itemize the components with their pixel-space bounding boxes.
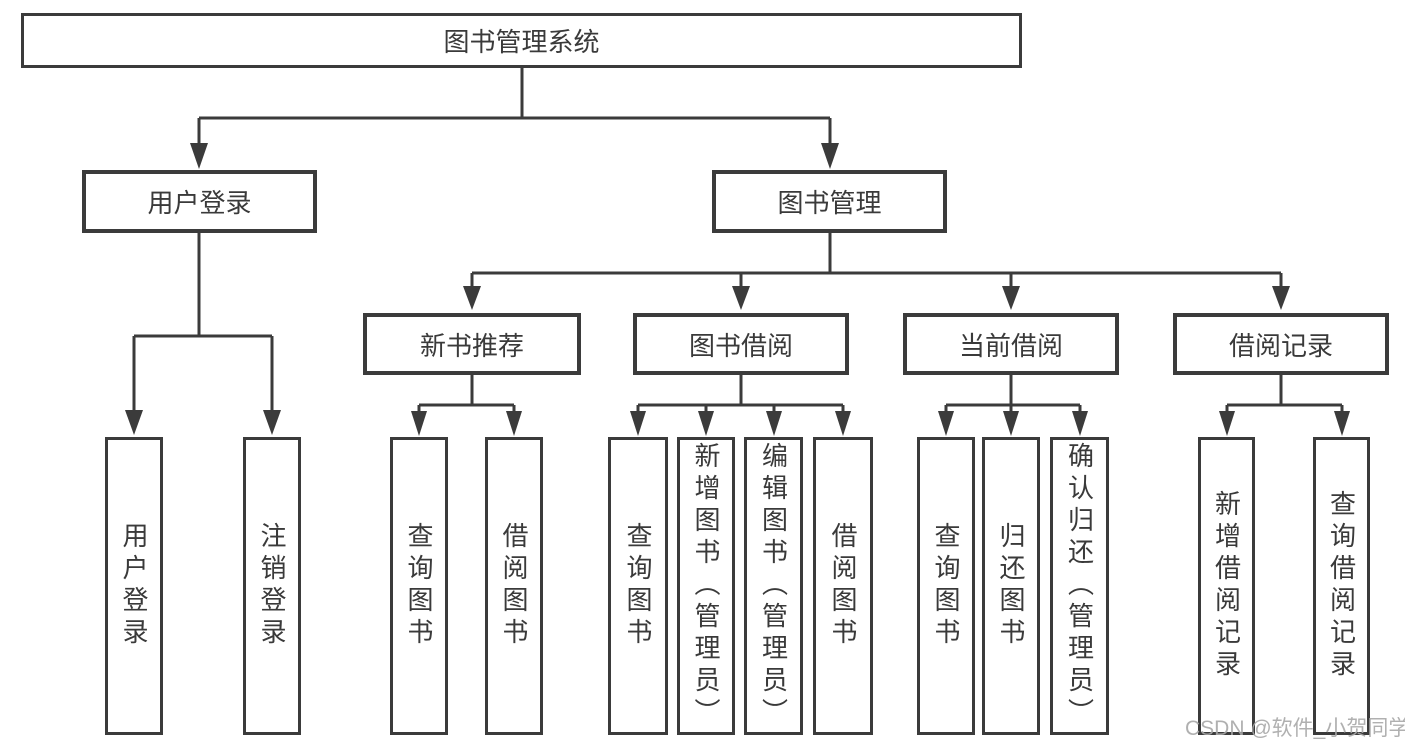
node-library-system: 图书管理系统 (21, 13, 1022, 68)
node-records-add-record: 新增借阅记录 (1198, 437, 1255, 735)
node-borrow-add-books-admin: 新增图书（管理员） (677, 437, 735, 735)
node-borrowing-records: 借阅记录 (1173, 313, 1389, 375)
node-new-book-recommendation: 新书推荐 (363, 313, 581, 375)
edge-borrowing-records-to-children (1225, 375, 1344, 416)
edge-new-book-recommendation-to-children (417, 375, 516, 416)
arrowhead (463, 286, 481, 310)
arrowhead (1002, 286, 1020, 310)
edge-user-login-to-children (132, 233, 274, 414)
arrowhead (698, 411, 714, 436)
node-current-query-books: 查询图书 (917, 437, 975, 735)
arrowhead (938, 411, 954, 436)
arrowhead (125, 410, 143, 435)
arrowhead (1219, 411, 1235, 436)
node-records-query-record: 查询借阅记录 (1313, 437, 1370, 735)
node-current-borrowing: 当前借阅 (903, 313, 1119, 375)
node-login: 用户登录 (105, 437, 163, 735)
arrowhead (1003, 411, 1019, 436)
arrowhead (411, 411, 427, 436)
node-current-confirm-return-admin: 确认归还（管理员） (1050, 437, 1109, 735)
arrowhead (190, 143, 208, 169)
edge-current-borrowing-to-children (944, 375, 1082, 416)
node-current-return-books: 归还图书 (982, 437, 1040, 735)
node-borrow-query-books: 查询图书 (608, 437, 668, 735)
arrowhead (835, 411, 851, 436)
edge-root-to-level2 (197, 68, 832, 146)
arrowhead (1272, 286, 1290, 310)
arrowhead (766, 411, 782, 436)
arrowhead (821, 143, 839, 169)
edge-book-management-to-level3 (470, 233, 1283, 289)
node-recommend-borrow-books: 借阅图书 (485, 437, 543, 735)
arrowhead (630, 411, 646, 436)
arrowhead (732, 286, 750, 310)
arrowhead (1334, 411, 1350, 436)
node-user-login: 用户登录 (82, 170, 317, 233)
node-logout: 注销登录 (243, 437, 301, 735)
arrowhead (263, 410, 281, 435)
node-borrow-edit-books-admin: 编辑图书（管理员） (744, 437, 803, 735)
csdn-watermark: CSDN @软件_小贺同学 (1185, 717, 1405, 740)
node-recommend-query-books: 查询图书 (390, 437, 448, 735)
arrowhead (1072, 411, 1088, 436)
edge-book-borrowing-to-children (636, 375, 845, 416)
node-borrow-borrow-books: 借阅图书 (813, 437, 873, 735)
arrowhead (506, 411, 522, 436)
node-book-management: 图书管理 (712, 170, 947, 233)
node-book-borrowing: 图书借阅 (633, 313, 849, 375)
